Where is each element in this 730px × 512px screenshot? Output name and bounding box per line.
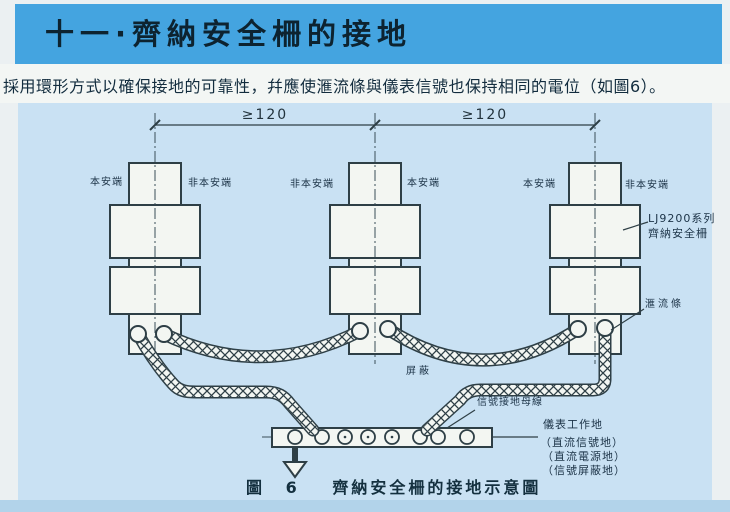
page-title: 十一·齊納安全柵的接地	[45, 17, 413, 51]
ground-busbar	[262, 427, 510, 448]
unit3-non-intrinsic-side-label: 非本安端	[625, 180, 669, 191]
strap-lugs	[129, 319, 614, 343]
caption-figure-number: 6	[285, 478, 299, 497]
dimension-label-right: ≥120	[462, 107, 508, 123]
figure-caption: 圖 6 齊納安全柵的接地示意圖	[246, 474, 541, 498]
barrier-unit-3	[549, 113, 641, 364]
instrument-ground-label: 儀表工作地	[543, 418, 603, 431]
intro-band: 採用環形方式以確保接地的可靠性，幷應使滙流條與儀表信號也保持相同的電位（如圖6）…	[0, 64, 730, 103]
ground-note-shield: （信號屏蔽地）	[542, 464, 626, 477]
strap-right-to-busbar	[420, 321, 612, 437]
series-label-line1: LJ9200系列	[648, 212, 716, 225]
ground-straps	[131, 321, 612, 437]
unit2-intrinsic-side-label: 本安端	[407, 178, 440, 189]
bus-strap-label: 滙流條	[645, 299, 684, 310]
dimension-line	[149, 119, 601, 131]
figure-panel: ≥120 ≥120	[18, 103, 716, 500]
grounding-diagram: ≥120 ≥120	[109, 107, 649, 479]
strap-unit1-unit2	[157, 324, 367, 364]
page-bottom-strip	[0, 500, 730, 512]
unit1-non-intrinsic-side-label: 非本安端	[188, 178, 232, 189]
strap-unit2-unit3	[381, 322, 585, 367]
unit2-non-intrinsic-side-label: 非本安端	[290, 179, 334, 190]
barrier-unit-2	[329, 113, 421, 364]
section-title-bar: 十一·齊納安全柵的接地	[15, 4, 722, 64]
unit1-intrinsic-side-label: 本安端	[90, 177, 123, 188]
series-label-line2: 齊納安全柵	[648, 227, 708, 240]
leader-lines	[446, 221, 649, 438]
ground-note-dc-signal: （直流信號地）	[540, 436, 624, 449]
caption-title: 齊納安全柵的接地示意圖	[332, 478, 542, 497]
ground-note-dc-power: （直流電源地）	[542, 450, 626, 463]
intro-text: 採用環形方式以確保接地的可靠性，幷應使滙流條與儀表信號也保持相同的電位（如圖6）…	[3, 77, 666, 96]
signal-ground-bus-label: 信號接地母線	[477, 397, 543, 408]
shield-label: 屏蔽	[406, 366, 432, 377]
caption-figure-word: 圖	[246, 478, 265, 497]
unit3-intrinsic-side-label: 本安端	[523, 179, 556, 190]
dimension-label-left: ≥120	[242, 107, 288, 123]
strap-left-to-busbar	[131, 327, 320, 437]
earth-arrow-icon	[282, 447, 308, 479]
barrier-unit-1	[109, 113, 201, 364]
